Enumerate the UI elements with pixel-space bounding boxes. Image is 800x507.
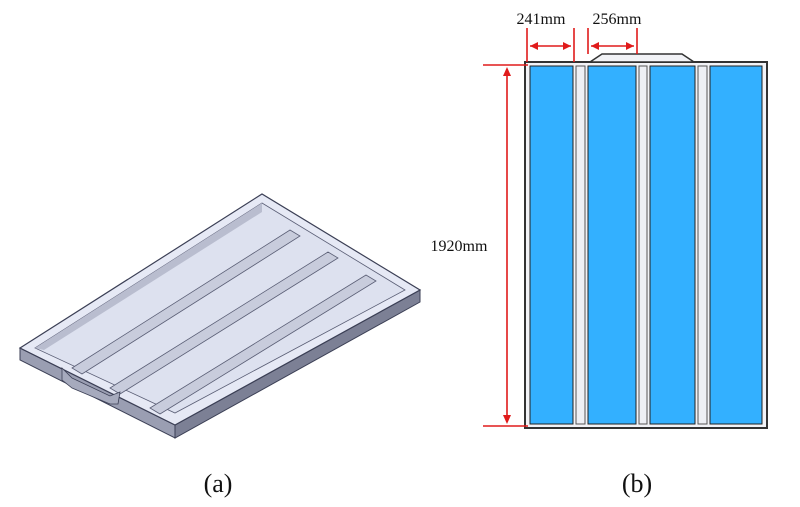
caption-b: (b): [622, 469, 652, 498]
tray-rib-1: [71, 229, 301, 375]
solar-panel-4: [709, 65, 763, 425]
arrow-left-2: [591, 42, 599, 50]
solar-panel-2: [587, 65, 637, 425]
arrow-up: [503, 67, 511, 76]
tray-rib-3: [149, 274, 377, 415]
arrow-right-1: [563, 42, 571, 50]
arrow-left-1: [530, 42, 538, 50]
separator-2: [638, 65, 648, 425]
dim-label-length: 1920mm: [431, 238, 488, 255]
solar-panel-1: [529, 65, 574, 425]
tray-back-wall-inner: [35, 203, 262, 350]
dimension-lines: [483, 28, 638, 427]
dim-label-gap-width: 256mm: [593, 11, 642, 28]
tray-rib-2: [109, 251, 339, 395]
arrow-right-2: [626, 42, 634, 50]
solar-panel-3: [649, 65, 696, 425]
caption-a: (a): [204, 469, 233, 498]
arrow-down: [503, 415, 511, 424]
tray-inner-floor: [34, 202, 406, 414]
dim-label-panel-width: 241mm: [517, 11, 566, 28]
tray-front-notch: [61, 367, 121, 405]
separator-1: [575, 65, 586, 425]
top-edge-bump: [587, 53, 697, 63]
separator-3: [697, 65, 708, 425]
top-view-drawing: [524, 53, 768, 429]
tray-isometric-view: [18, 193, 422, 439]
